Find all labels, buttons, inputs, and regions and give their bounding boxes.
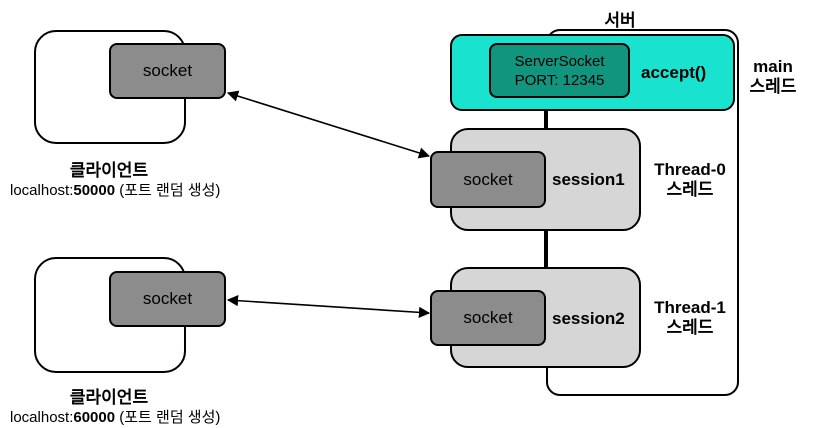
client-2-socket-label: socket: [142, 289, 193, 308]
client-2-host-prefix: localhost:: [10, 409, 74, 426]
thread-1-suffix: 스레드: [666, 318, 714, 337]
thread-1-name: Thread-1: [654, 298, 726, 317]
client-1-socket: socket: [109, 43, 226, 99]
session-2-label: session2: [552, 309, 625, 328]
client-1-host: localhost:50000 (포트 랜덤 생성): [10, 179, 220, 200]
client-2-port: 60000: [73, 409, 116, 426]
server-title: 서버: [604, 11, 636, 30]
session-2-socket-label: socket: [463, 308, 513, 327]
client-1-socket-label: socket: [142, 61, 193, 80]
accept-label: accept(): [641, 63, 707, 82]
session-1-socket-label: socket: [463, 169, 513, 189]
session-2-socket: socket: [430, 290, 546, 346]
client-1-port: 50000: [73, 182, 116, 199]
server-socket-name: ServerSocket: [514, 52, 605, 70]
client-1-title: 클라이언트: [69, 161, 149, 180]
main-thread-suffix: 스레드: [749, 77, 797, 96]
connection-arrow-2: [226, 295, 431, 318]
client-2-title: 클라이언트: [69, 388, 149, 407]
main-thread-name: main: [753, 57, 793, 76]
client-2-host: localhost:60000 (포트 랜덤 생성): [10, 406, 220, 427]
client-2-socket: socket: [109, 271, 226, 327]
session-1-label: session1: [552, 170, 625, 189]
thread-0-label: Thread-0 스레드: [640, 160, 740, 200]
client-2-note: (포트 랜덤 생성): [115, 409, 221, 426]
client-1-note: (포트 랜덤 생성): [115, 182, 221, 199]
client-1-host-prefix: localhost:: [10, 182, 74, 199]
thread-0-name: Thread-0: [654, 160, 726, 179]
thread-0-suffix: 스레드: [666, 180, 714, 199]
connection-arrow-1: [226, 90, 431, 159]
session-1-socket: socket: [430, 151, 546, 208]
server-socket-box: ServerSocket PORT: 12345: [489, 43, 630, 98]
server-socket-port: PORT: 12345: [514, 71, 605, 89]
thread-1-label: Thread-1 스레드: [640, 298, 740, 338]
main-thread-label: main 스레드: [740, 57, 806, 97]
